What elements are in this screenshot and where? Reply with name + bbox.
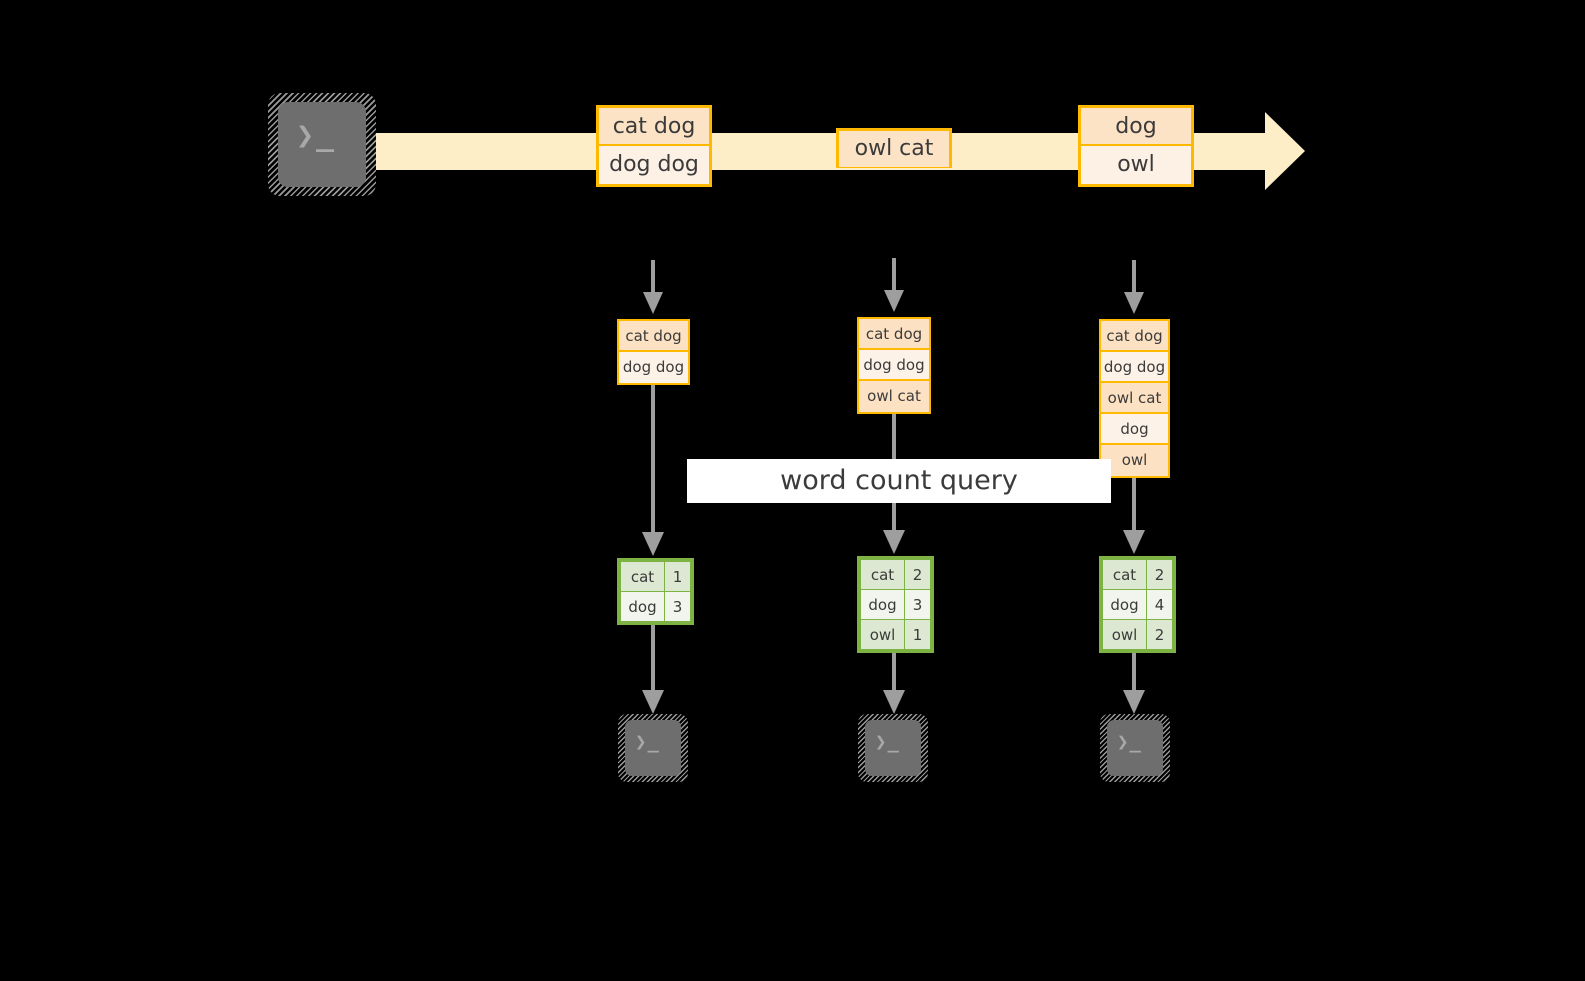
result-count: 3 (904, 589, 931, 620)
result-word: cat (620, 561, 665, 592)
query-arrow-3 (1123, 474, 1145, 554)
stream-event-line: dog (1081, 108, 1191, 146)
state-row: owl (1101, 445, 1168, 476)
table-row: dog 3 (860, 589, 931, 620)
output-arrow-1 (642, 622, 664, 714)
result-count: 1 (904, 619, 931, 650)
result-count: 2 (1146, 619, 1173, 650)
result-word: owl (860, 619, 905, 650)
state-row: dog dog (859, 350, 929, 381)
table-row: dog 3 (620, 591, 691, 622)
result-count: 2 (904, 559, 931, 590)
result-table: cat 1 dog 3 (617, 558, 694, 625)
table-row: cat 1 (620, 561, 691, 592)
sink-terminal-icon: ❯_ (618, 714, 688, 782)
state-row: cat dog (1101, 321, 1168, 352)
stream-event-line: owl cat (839, 131, 949, 167)
terminal-face (865, 720, 921, 776)
sink-terminal-icon: ❯_ (858, 714, 928, 782)
table-row: cat 2 (1102, 559, 1173, 590)
accumulated-state-box: cat dog dog dog owl cat dog owl (1099, 319, 1170, 478)
prompt-glyph: ❯_ (875, 731, 900, 753)
terminal-face (1107, 720, 1163, 776)
output-arrow-3 (1123, 650, 1145, 714)
terminal-face (278, 102, 366, 187)
accumulated-state-box: cat dog dog dog owl cat (857, 317, 931, 414)
result-word: dog (860, 589, 905, 620)
result-word: dog (620, 591, 665, 622)
terminal-face (625, 720, 681, 776)
stream-event-box: owl cat (836, 128, 952, 168)
table-row: cat 2 (860, 559, 931, 590)
source-terminal-icon: ❯_ (268, 93, 376, 196)
result-count: 3 (664, 591, 691, 622)
accumulated-state-box: cat dog dog dog (617, 319, 690, 385)
result-table: cat 2 dog 4 owl 2 (1099, 556, 1176, 653)
table-row: owl 1 (860, 619, 931, 650)
result-table: cat 2 dog 3 owl 1 (857, 556, 934, 653)
state-row: owl cat (859, 381, 929, 412)
stream-event-line: cat dog (599, 108, 709, 146)
state-row: dog dog (619, 352, 688, 383)
stream-event-box: dog owl (1078, 105, 1194, 187)
query-label: word count query (687, 459, 1111, 503)
result-word: cat (1102, 559, 1147, 590)
stream-event-line: owl (1081, 146, 1191, 184)
stream-event-line: dog dog (599, 146, 709, 184)
trigger-arrow-2 (884, 258, 904, 312)
prompt-glyph: ❯_ (635, 731, 660, 753)
prompt-glyph: ❯_ (1117, 731, 1142, 753)
table-row: dog 4 (1102, 589, 1173, 620)
result-word: owl (1102, 619, 1147, 650)
state-row: dog (1101, 414, 1168, 445)
state-row: dog dog (1101, 352, 1168, 383)
query-arrow-1 (642, 382, 664, 556)
sink-terminal-icon: ❯_ (1100, 714, 1170, 782)
stream-event-box: cat dog dog dog (596, 105, 712, 187)
trigger-arrow-3 (1124, 260, 1144, 314)
result-count: 2 (1146, 559, 1173, 590)
result-word: dog (1102, 589, 1147, 620)
state-row: owl cat (1101, 383, 1168, 414)
state-row: cat dog (619, 321, 688, 352)
result-word: cat (860, 559, 905, 590)
result-count: 1 (664, 561, 691, 592)
state-row: cat dog (859, 319, 929, 350)
table-row: owl 2 (1102, 619, 1173, 650)
output-arrow-2 (883, 650, 905, 714)
result-count: 4 (1146, 589, 1173, 620)
prompt-glyph: ❯_ (296, 118, 337, 153)
trigger-arrow-1 (643, 260, 663, 314)
